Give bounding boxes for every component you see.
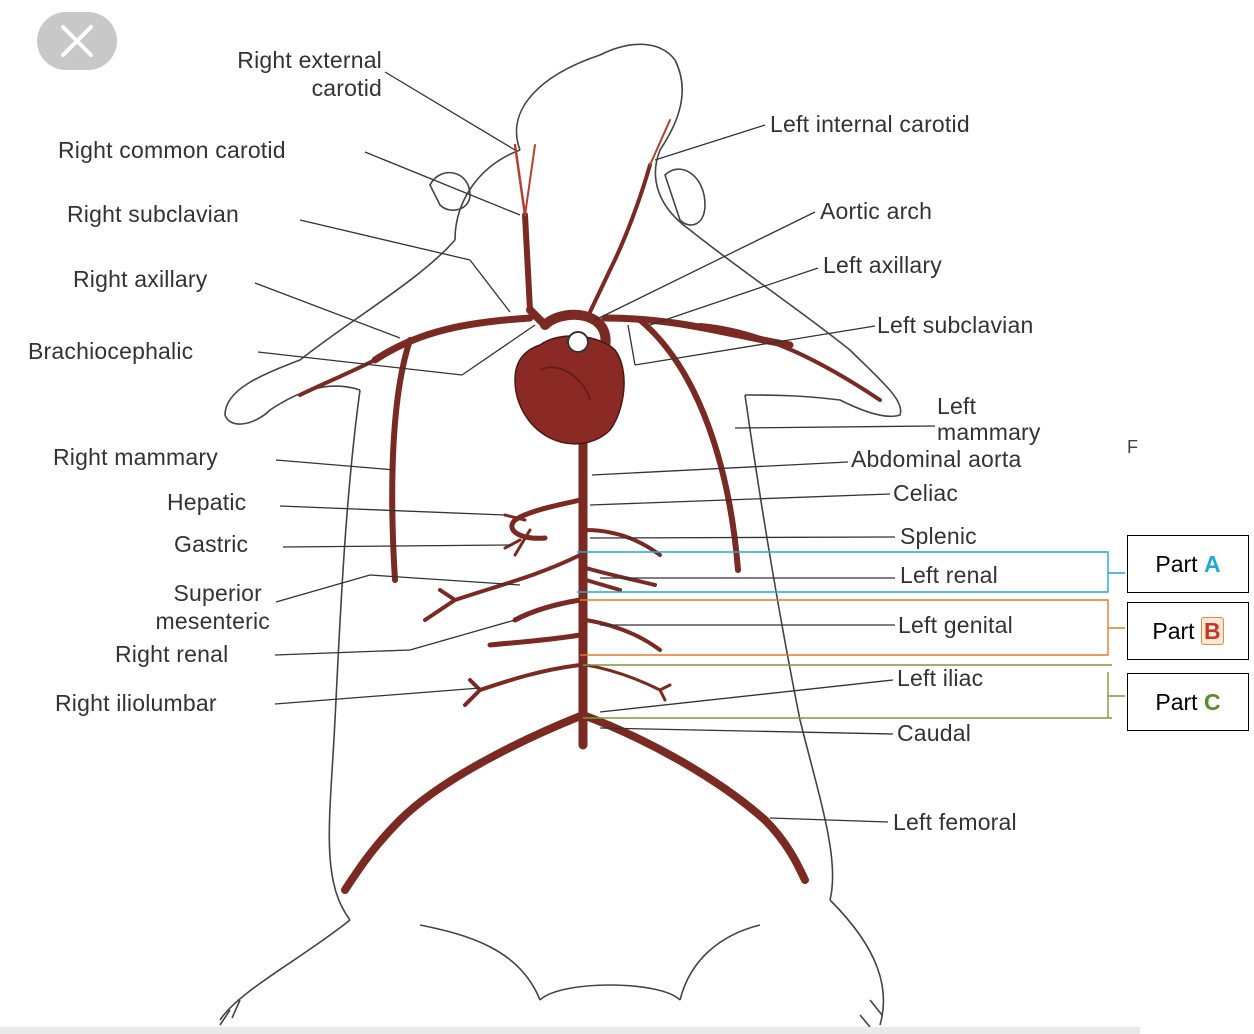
right-common-carotid (525, 215, 530, 310)
right-iliac-femoral (345, 715, 583, 890)
right-renal-artery (515, 600, 580, 620)
label-caudal: Caudal (897, 719, 971, 747)
splenic-artery (585, 530, 660, 555)
part-b-bracket (580, 600, 1108, 655)
left-mammary-artery (640, 320, 738, 570)
part-c-box: Part C (1127, 673, 1249, 731)
label-left-axillary: Left axillary (823, 251, 942, 279)
label-brachiocephalic: Brachiocephalic (28, 337, 193, 365)
right-iliolumbar-artery (465, 665, 580, 705)
close-button[interactable] (37, 12, 117, 70)
label-left-mammary: Left mammary (937, 393, 1041, 445)
label-left-femoral: Left femoral (893, 808, 1017, 836)
right-subclavian (375, 318, 530, 360)
label-left-subclavian: Left subclavian (877, 311, 1033, 339)
label-gastric: Gastric (174, 530, 248, 558)
label-right-external-carotid: Right external carotid (150, 46, 382, 102)
left-subclavian (605, 318, 790, 345)
left-iliolumbar-artery (586, 665, 670, 700)
bottom-scroll-strip (0, 1027, 1140, 1034)
part-b-letter: B (1201, 617, 1224, 645)
rat-body-outline (220, 44, 901, 1027)
right-mammary-artery (392, 340, 410, 580)
label-abdominal-aorta: Abdominal aorta (851, 445, 1022, 473)
left-renal-artery (586, 568, 655, 590)
heart (515, 332, 624, 444)
left-axillary-artery (700, 325, 880, 400)
stray-letter: F (1127, 437, 1138, 458)
part-brackets (577, 552, 1125, 718)
close-icon (59, 23, 95, 59)
right-external-carotid (515, 145, 525, 215)
label-right-axillary: Right axillary (73, 265, 207, 293)
part-c-letter: C (1204, 689, 1221, 715)
label-left-iliac: Left iliac (897, 664, 983, 692)
left-common-carotid (590, 165, 650, 312)
leader-lines (255, 72, 935, 822)
part-a-letter: A (1204, 551, 1221, 577)
superior-mesenteric (425, 555, 580, 620)
label-celiac: Celiac (893, 479, 958, 507)
label-left-renal: Left renal (900, 561, 998, 589)
label-right-iliolumbar: Right iliolumbar (55, 689, 217, 717)
label-left-genital: Left genital (898, 611, 1013, 639)
part-a-box: Part A (1127, 535, 1249, 593)
label-hepatic: Hepatic (167, 488, 246, 516)
label-right-renal: Right renal (115, 640, 228, 668)
label-aortic-arch: Aortic arch (820, 197, 932, 225)
label-superior-mesenteric: Superior mesenteric (100, 579, 270, 635)
label-right-mammary: Right mammary (53, 443, 218, 471)
label-right-common-carotid: Right common carotid (58, 136, 286, 164)
left-iliac-femoral (583, 715, 805, 880)
label-splenic: Splenic (900, 522, 977, 550)
part-b-box: Part B (1127, 602, 1249, 660)
label-left-internal-carotid: Left internal carotid (770, 110, 970, 138)
right-axillary-artery (300, 360, 375, 395)
label-right-subclavian: Right subclavian (67, 200, 239, 228)
